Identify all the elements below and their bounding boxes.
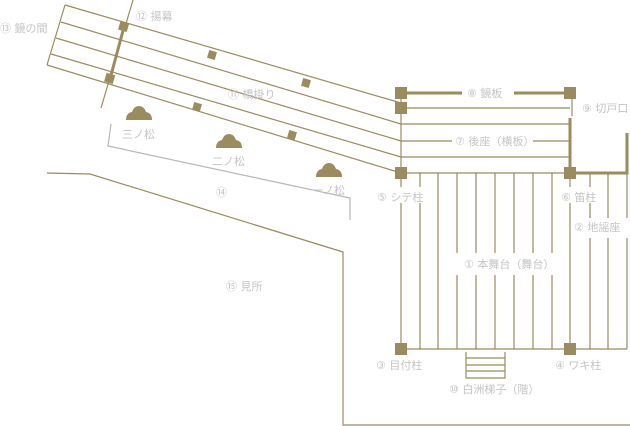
- pillar-square-icon: [395, 343, 407, 355]
- label-kagaminoma: ⑬ 鏡の間: [0, 21, 48, 35]
- pine-tree-icon: [126, 106, 152, 120]
- white-gravel-boundary: [107, 123, 351, 220]
- label-agemaku: ⑫ 揚幕: [136, 9, 173, 23]
- bridge-pillars: [104, 20, 311, 140]
- label-kagamiita: ⑧ 鏡板: [467, 86, 502, 100]
- pillar-square-icon: [564, 343, 576, 355]
- pillar-square-icon: [395, 167, 407, 179]
- label-sannomatsu: 三ノ松: [122, 127, 155, 141]
- label-ninomatsu: 二ノ松: [212, 154, 245, 168]
- hashigakari-bridge: [46, 0, 402, 174]
- pillar-square-icon: [564, 167, 576, 179]
- label-shite-pillar: ⑤ シテ柱: [377, 190, 423, 204]
- label-butai: ① 本舞台（舞台）: [464, 257, 554, 271]
- label-ichinomatsu: 一ノ松: [312, 183, 345, 197]
- label-fue-pillar: ⑥ 笛柱: [561, 190, 596, 204]
- label-waki-pillar: ④ ワキ柱: [555, 358, 601, 372]
- pillar-square-icon: [395, 87, 407, 99]
- kenjo-boundary: [46, 172, 630, 426]
- pine-tree-icon: [316, 163, 342, 177]
- stage-pillars: [395, 87, 576, 355]
- label-shirasu-stairs: ⑩ 白洲梯子（階）: [449, 382, 539, 396]
- label-14: ⑭: [216, 186, 227, 199]
- label-atoza: ⑦ 後座（横板）: [455, 134, 534, 148]
- pillar-square-icon: [395, 102, 407, 114]
- label-jiutai: ② 地謡座: [574, 220, 620, 234]
- label-hashigakari: ⑪ 橋掛り: [228, 87, 276, 101]
- shirasu-stairs: [465, 352, 506, 379]
- label-kenjo: ⑮ 見所: [226, 280, 263, 293]
- label-kiridoguchi: ⑨ 切戸口: [582, 102, 628, 115]
- atoza: [400, 91, 629, 175]
- pine-tree-icon: [216, 134, 242, 148]
- pillar-square-icon: [564, 87, 576, 99]
- label-metsuke-pillar: ③ 目付柱: [376, 358, 422, 372]
